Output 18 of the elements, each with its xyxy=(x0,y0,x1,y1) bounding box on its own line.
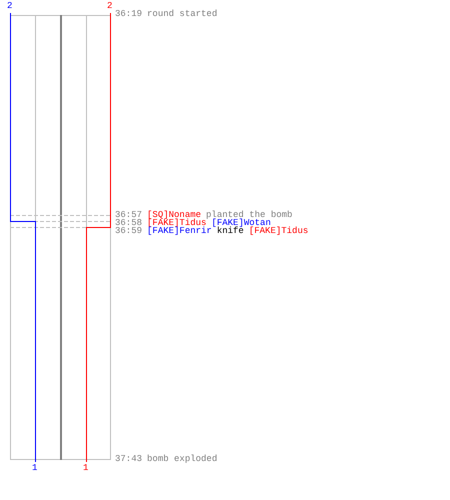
player-count: 1 xyxy=(32,463,38,474)
event-text: bomb exploded xyxy=(147,454,218,465)
event-text: planted the bomb xyxy=(206,210,292,220)
event-time: 36:57 xyxy=(115,210,142,220)
event-text: round started xyxy=(147,9,218,20)
player-count: 2 xyxy=(7,1,12,12)
player-count: 1 xyxy=(83,463,88,474)
player-name: [SQ]Noname xyxy=(147,210,202,220)
player-name: [FAKE]Tidus xyxy=(147,218,206,228)
weapon-name: knife xyxy=(216,226,244,237)
event-time: 36:58 xyxy=(115,218,142,228)
player-name: [FAKE]Tidus xyxy=(248,226,308,237)
player-name: [FAKE]Wotan xyxy=(211,218,271,228)
player-name: [FAKE]Fenrir xyxy=(147,226,212,237)
event-time: 36:19 xyxy=(115,9,142,20)
event-time: 37:43 xyxy=(115,454,142,465)
event-time: 36:59 xyxy=(115,226,142,237)
player-count: 2 xyxy=(107,1,112,12)
